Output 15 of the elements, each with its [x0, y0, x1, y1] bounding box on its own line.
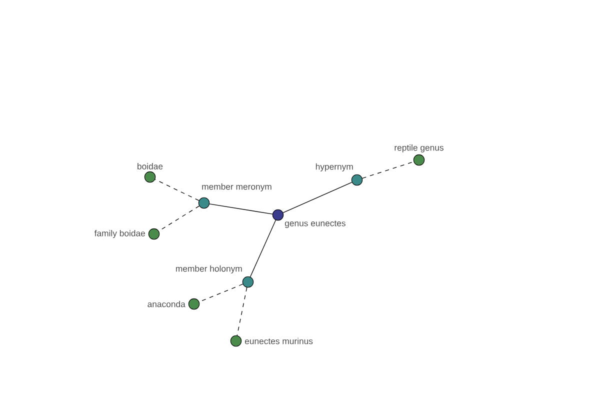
node-label: anaconda [148, 300, 186, 308]
node-label: member holonym [176, 265, 242, 274]
connector-line [154, 179, 200, 201]
connector-line [236, 287, 248, 336]
connector-line [250, 220, 276, 278]
node-label: reptile genus [394, 144, 444, 152]
node-label: boidae [138, 163, 163, 170]
connector-line [282, 182, 352, 214]
node-label: hypernym [316, 163, 353, 172]
connector-line [362, 161, 414, 179]
node-label: member meronym [202, 183, 272, 192]
connector-line [209, 204, 273, 214]
node-label: genus eunectes [284, 220, 346, 228]
node-label: eunectes murinus [244, 338, 313, 344]
node-label: family boidae [94, 230, 145, 238]
